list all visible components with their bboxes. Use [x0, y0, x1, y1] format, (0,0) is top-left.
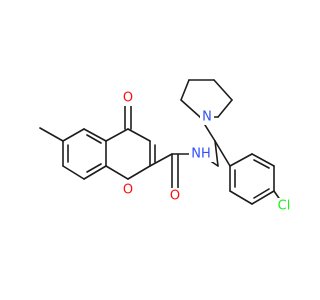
bond [251, 190, 275, 205]
atom-label-layer: O O O NH N Cl [121, 90, 294, 214]
bond [86, 163, 102, 173]
bond [86, 134, 102, 144]
piperidine-nitrogen: N [200, 109, 214, 125]
bond [83, 128, 107, 142]
amide-nitrogen-label: NH [191, 147, 211, 162]
bond [217, 99, 233, 118]
bond [39, 127, 64, 142]
bond [149, 153, 173, 167]
bond [180, 79, 190, 101]
bond [214, 140, 231, 167]
ring-oxygen-label: O [123, 183, 133, 198]
bond [62, 165, 85, 180]
bond [180, 99, 201, 118]
bond [105, 165, 129, 180]
bond [251, 153, 275, 167]
bond-layer [39, 79, 284, 205]
carbonyl-oxygen-label: O [123, 91, 133, 106]
chlorine: Cl [274, 198, 294, 214]
bond [229, 153, 253, 167]
bond [213, 79, 233, 101]
bond [253, 159, 270, 169]
bond [229, 190, 253, 205]
molecule-drawing: O O O NH N Cl [39, 79, 294, 214]
amide-oxygen: O [168, 188, 182, 204]
bond [105, 128, 129, 142]
bond [83, 165, 107, 180]
bond [253, 188, 270, 199]
bond [127, 128, 151, 142]
structure-canvas: O O O NH N Cl [39, 79, 294, 214]
carbonyl-oxygen: O [121, 90, 135, 106]
piperidine-nitrogen-label: N [202, 110, 212, 125]
amide-nitrogen: NH [189, 146, 213, 162]
chlorine-label: Cl [278, 199, 291, 214]
ring-oxygen: O [121, 182, 135, 198]
bond [214, 140, 219, 167]
amide-oxygen-label: O [170, 189, 180, 204]
bond [62, 128, 85, 142]
bond [127, 165, 151, 180]
